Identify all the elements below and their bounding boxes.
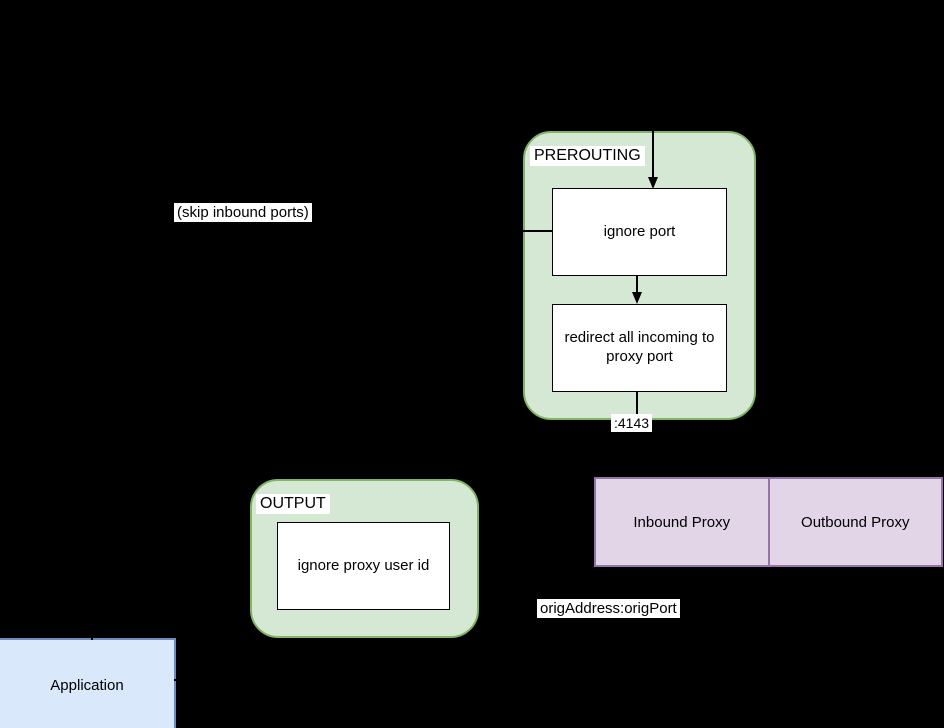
application-top-connector-tip [91, 632, 93, 640]
prerouting-title: PREROUTING [530, 146, 645, 167]
rule-ignore-port: ignore port [552, 188, 727, 276]
output-title: OUTPUT [256, 494, 330, 515]
redirect-arrowhead-icon [632, 292, 642, 304]
rule-ignore-proxy-uid: ignore proxy user id [277, 522, 450, 610]
proxy-entry-arrowhead-icon [633, 470, 641, 479]
ignore-port-branch-line [521, 230, 553, 232]
redirect-exit-line [636, 391, 638, 419]
outbound-proxy-label: Outbound Proxy [801, 513, 910, 531]
skip-inbound-ports-note: (skip inbound ports) [174, 203, 312, 223]
inbound-traffic-arrowhead-icon [648, 177, 658, 189]
inbound-traffic-line [652, 131, 654, 178]
ignore-port-to-redirect-line [636, 276, 638, 293]
orig-destination-label: origAddress:origPort [537, 599, 680, 619]
inbound-proxy-cell: Inbound Proxy [596, 479, 768, 565]
application-right-connector-tip [174, 679, 181, 681]
application-box: Application [0, 638, 176, 728]
rule-redirect-incoming-label: redirect all incoming to proxy port [564, 329, 715, 365]
rule-ignore-proxy-uid-label: ignore proxy user id [297, 556, 430, 574]
port-4143-label: :4143 [611, 414, 653, 433]
rule-redirect-incoming: redirect all incoming to proxy port [552, 304, 727, 392]
rule-ignore-port-label: ignore port [603, 222, 676, 240]
proxy-container: Inbound Proxy Outbound Proxy [594, 477, 943, 567]
inbound-proxy-label: Inbound Proxy [633, 513, 731, 531]
application-label: Application [50, 676, 124, 694]
outbound-proxy-cell: Outbound Proxy [767, 479, 942, 565]
